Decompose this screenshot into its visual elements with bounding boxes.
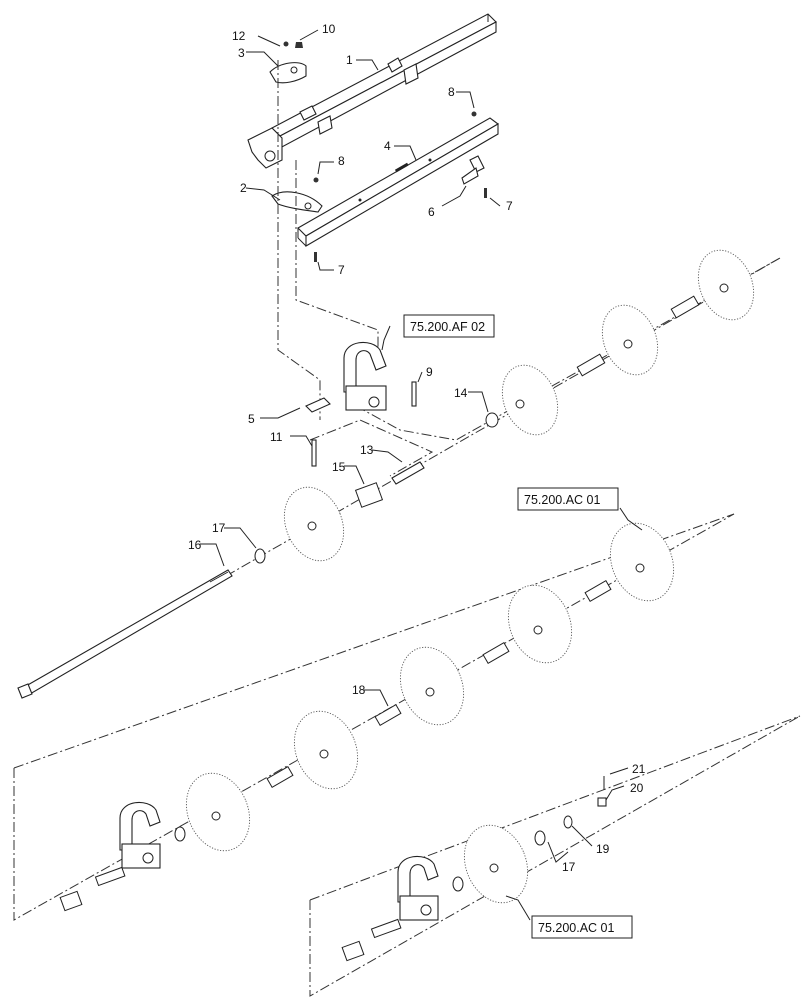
callout-6: 6 <box>428 205 435 219</box>
pin-13 <box>391 461 425 485</box>
shaft-16 <box>17 569 233 699</box>
reference-box-af02[interactable]: 75.200.AF 02 <box>403 314 495 338</box>
callout-21: 21 <box>632 762 646 776</box>
scraper-bracket-lower-right <box>341 855 439 962</box>
callout-17a: 17 <box>212 521 226 535</box>
bolt-9 <box>411 381 417 407</box>
disc-row-upper <box>485 249 755 436</box>
reference-label-ac01-upper: 75.200.AC 01 <box>524 493 600 507</box>
callout-12: 12 <box>232 29 246 43</box>
callout-5: 5 <box>248 412 255 426</box>
callout-8b: 8 <box>338 154 345 168</box>
callout-17b: 17 <box>562 860 576 874</box>
callout-8a: 8 <box>448 85 455 99</box>
washer-17 <box>254 548 266 564</box>
callout-4: 4 <box>384 139 391 153</box>
callout-2: 2 <box>240 181 247 195</box>
part-3-bracket <box>269 41 307 84</box>
spacer-spool <box>576 295 700 377</box>
callout-10: 10 <box>322 22 336 36</box>
nut-20-pin-21 <box>597 776 607 807</box>
reference-label-af02: 75.200.AF 02 <box>410 320 485 334</box>
reference-box-ac01-upper[interactable]: 75.200.AC 01 <box>517 487 619 511</box>
washers-17-19 <box>534 815 573 846</box>
callout-1: 1 <box>346 53 353 67</box>
callout-20: 20 <box>630 781 644 795</box>
reference-label-ac01-lower: 75.200.AC 01 <box>538 921 614 935</box>
scraper-bracket-lower-left <box>59 801 161 912</box>
callout-19: 19 <box>596 842 610 856</box>
bolt-11 <box>311 439 317 467</box>
callout-14: 14 <box>454 386 468 400</box>
part-2-bracket <box>271 191 323 213</box>
part-6-clip <box>461 155 485 185</box>
callout-3: 3 <box>238 46 245 60</box>
plate-5 <box>305 397 331 413</box>
leader-lines <box>200 29 643 921</box>
reference-box-ac01-lower[interactable]: 75.200.AC 01 <box>531 915 633 939</box>
callout-7b: 7 <box>338 263 345 277</box>
disc-mid-left <box>283 486 345 562</box>
callout-15: 15 <box>332 460 346 474</box>
callout-16: 16 <box>188 538 202 552</box>
callout-13: 13 <box>360 443 374 457</box>
callout-11: 11 <box>270 430 283 444</box>
scraper-bracket-upper <box>343 341 387 411</box>
bearing-15 <box>354 482 384 508</box>
callout-7a: 7 <box>506 199 513 213</box>
callout-9: 9 <box>426 365 433 379</box>
disc-gang-main <box>174 522 675 852</box>
callout-18: 18 <box>352 683 366 697</box>
callout-labels: 1 2 3 4 5 6 7 7 8 8 9 10 11 12 13 14 15 … <box>188 22 646 874</box>
part-4-lower-beam <box>297 117 499 247</box>
bolts-7-8 <box>313 111 487 262</box>
disc-lower-right <box>452 824 529 904</box>
part-1-main-beam <box>247 13 497 169</box>
